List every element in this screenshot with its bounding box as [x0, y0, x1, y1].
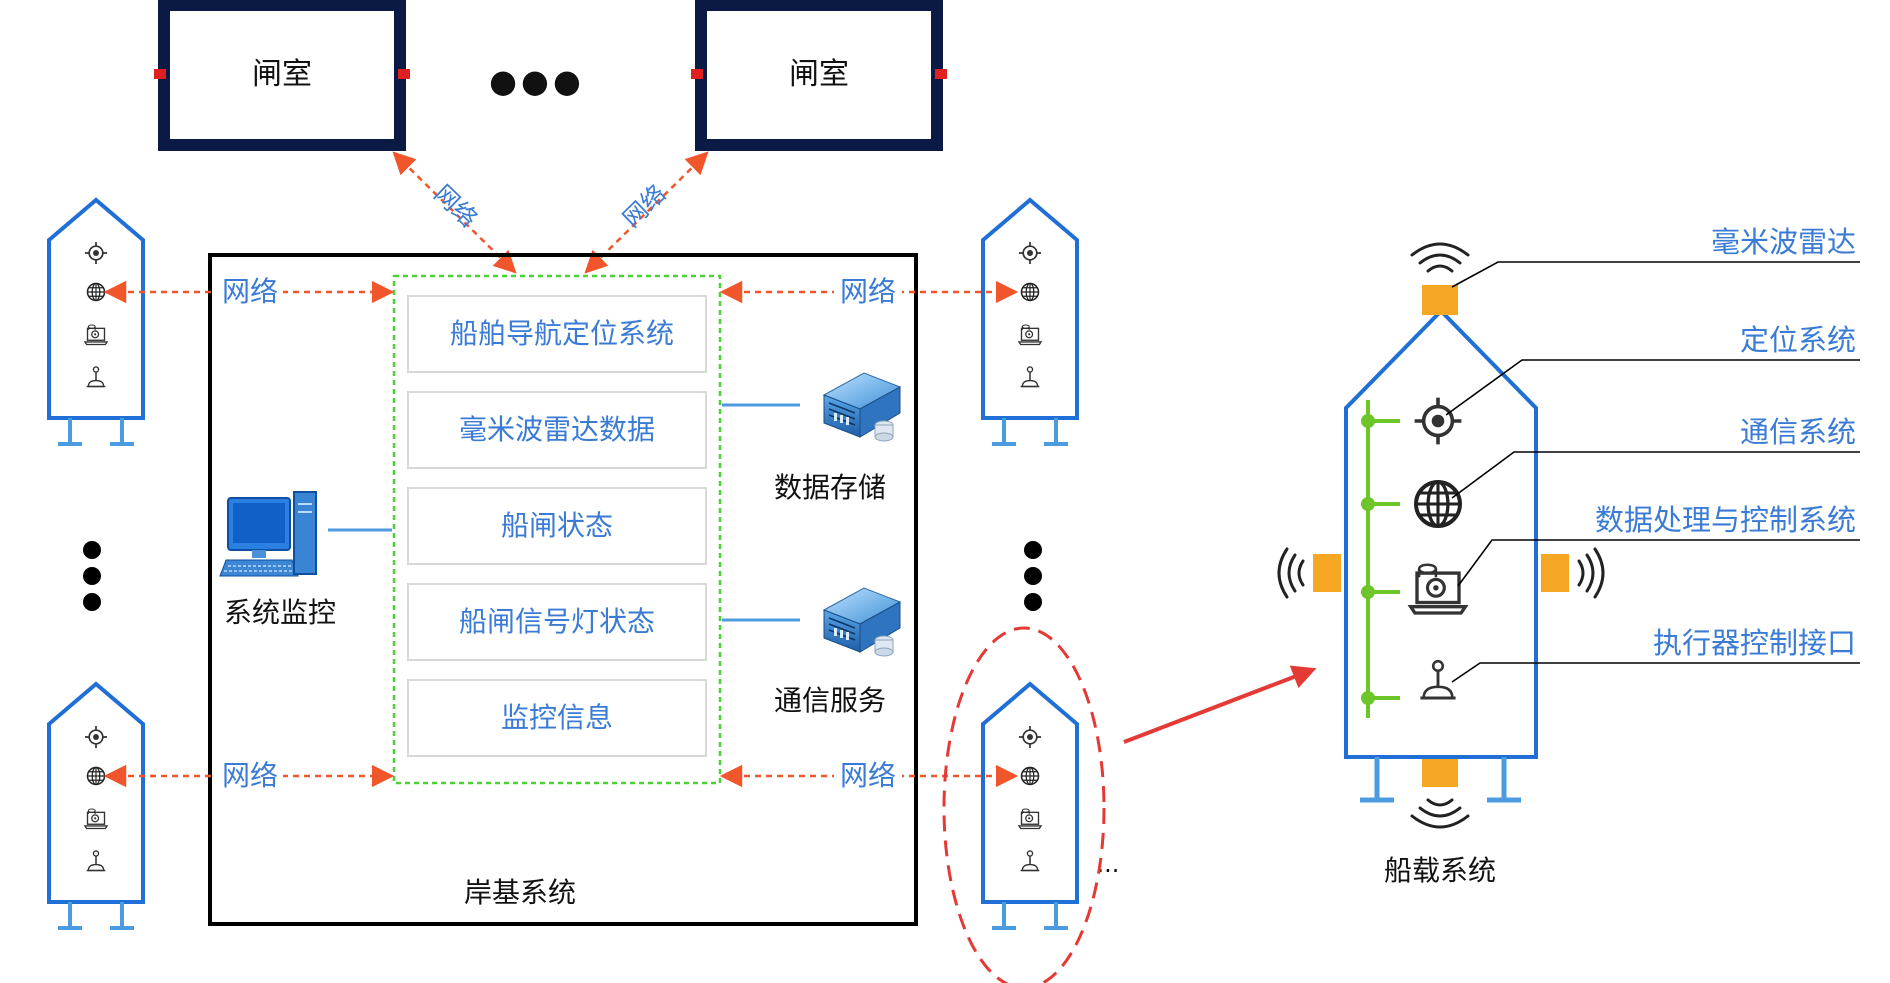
onboard-system-title: 船载系统 [1384, 854, 1496, 887]
network-label: 网络 [840, 759, 896, 792]
module-signal-status: 船闸信号灯状态 [459, 605, 655, 638]
highlight-ellipse [942, 626, 1106, 983]
callout-positioning: 定位系统 [1740, 323, 1856, 357]
module-monitoring-info: 监控信息 [501, 701, 613, 734]
callout-radar: 毫米波雷达 [1711, 225, 1856, 259]
radar-sensor-bottom [1422, 759, 1458, 787]
server-icon [823, 372, 901, 442]
shore-system-title: 岸基系统 [464, 876, 576, 909]
globe-icon [86, 766, 106, 786]
callout-lines [1445, 261, 1860, 683]
network-label: 网络 [222, 275, 278, 308]
globe-icon [1020, 282, 1040, 302]
lock-chamber-label: 闸室 [789, 57, 849, 92]
comm-service-label: 通信服务 [774, 684, 886, 717]
ship-top-right [981, 197, 1079, 446]
computer-icon [219, 491, 317, 577]
onboard-ship [1313, 285, 1569, 803]
lock-chamber-right: 闸室 [691, 0, 947, 151]
module-radar-data: 毫米波雷达数据 [459, 413, 655, 446]
network-label: 网络 [429, 180, 483, 233]
ship-bottom-right [981, 681, 1079, 930]
module-lock-status: 船闸状态 [501, 509, 613, 542]
globe-icon [1414, 480, 1462, 528]
globe-icon [1020, 766, 1040, 786]
wifi-icon [1410, 242, 1470, 273]
network-label: 网络 [617, 180, 671, 233]
module-navigation: 船舶导航定位系统 [450, 317, 674, 350]
data-storage-label: 数据存储 [774, 471, 886, 504]
ship-top-left [47, 197, 145, 446]
wifi-icon [1410, 798, 1470, 829]
network-label: 网络 [840, 275, 896, 308]
globe-icon [86, 282, 106, 302]
server-icon [823, 587, 901, 657]
callout-communication: 通信系统 [1740, 415, 1856, 449]
shore-system-box [208, 253, 918, 926]
shore-module-list: 船舶导航定位系统 毫米波雷达数据 船闸状态 船闸信号灯状态 监控信息 [407, 295, 707, 757]
vertical-ellipsis-left [83, 541, 101, 611]
ship-bottom-left [47, 681, 145, 930]
vertical-ellipsis-right [1024, 541, 1042, 611]
lock-chamber-label: 闸室 [252, 57, 312, 92]
zoom-arrow [1123, 665, 1317, 744]
more-ships-dots: ... [1097, 850, 1120, 878]
radar-sensor-left [1313, 554, 1341, 592]
network-label: 网络 [222, 759, 278, 792]
radar-sensor-right [1541, 554, 1569, 592]
lock-ellipsis: ●●● [489, 62, 585, 100]
wifi-icon [1277, 547, 1305, 599]
callout-data-processing: 数据处理与控制系统 [1595, 503, 1856, 537]
shore-core-group [392, 274, 722, 785]
lock-chamber-left: 闸室 [154, 0, 410, 151]
wifi-icon [1577, 547, 1605, 599]
system-monitor-label: 系统监控 [224, 596, 336, 629]
callout-actuator-interface: 执行器控制接口 [1653, 626, 1856, 660]
radar-sensor-top [1422, 285, 1458, 315]
